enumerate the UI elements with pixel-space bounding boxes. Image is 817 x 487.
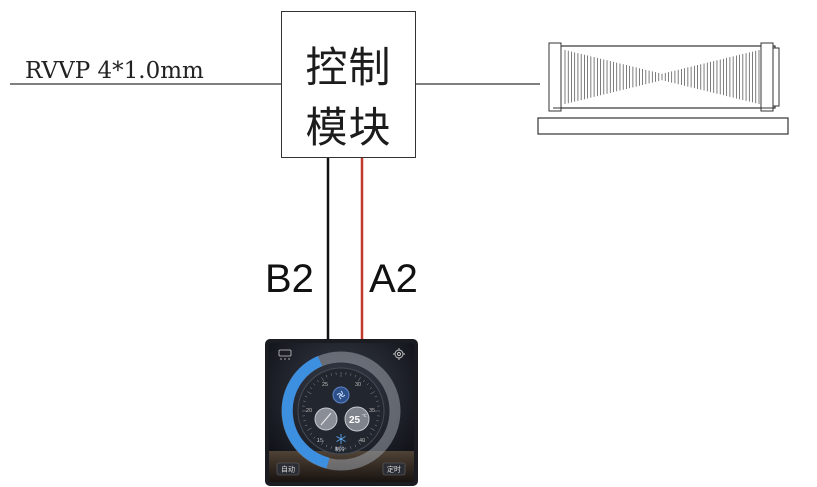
- fan-coil-unit-drawing: [537, 42, 789, 135]
- cable-spec-label: RVVP 4*1.0mm: [25, 58, 204, 84]
- unit-coil-fins: [564, 50, 760, 104]
- module-label-line2: 模块: [305, 103, 392, 152]
- timer-button-label: 定时: [387, 465, 401, 474]
- unit-right-flange: [760, 42, 774, 112]
- dial-inner-face: [297, 367, 385, 455]
- temperature-value: 25: [349, 415, 361, 426]
- dial-tick-25: 25: [322, 382, 328, 388]
- dial-tick-20: 20: [306, 408, 312, 414]
- dial-tick-40: 40: [359, 438, 365, 444]
- control-module-box: 控制 模块: [281, 11, 416, 158]
- wire-label-a2: A2: [369, 257, 418, 301]
- snowflake-icon: [336, 434, 346, 444]
- temp-knob[interactable]: [344, 406, 370, 432]
- dial-tick-30: 30: [355, 382, 361, 388]
- dial-tick-marks: [302, 372, 380, 450]
- dial-tick-35: 35: [369, 408, 375, 414]
- auto-button-label: 自动: [281, 465, 295, 474]
- settings-gear-icon[interactable]: [393, 348, 405, 360]
- timer-button[interactable]: [382, 462, 406, 476]
- mode-knob-pointer: [320, 412, 332, 426]
- fan-icon: [336, 390, 346, 400]
- unit-body: [552, 45, 776, 109]
- unit-left-flange: [548, 42, 562, 112]
- ac-unit-icon: [278, 349, 292, 360]
- unit-base-plate: [537, 117, 789, 135]
- auto-button[interactable]: [276, 462, 300, 476]
- module-label-line1: 控制: [305, 43, 392, 92]
- temperature-unit: ℃: [362, 413, 367, 418]
- dial-active-arc: [281, 355, 330, 469]
- unit-end-cap: [772, 47, 780, 107]
- thermostat-panel[interactable]: 15 20 25 30 35 40 25 ℃ 制冷: [265, 339, 418, 486]
- mode-label: 制冷: [335, 446, 345, 453]
- dial-tick-15: 15: [317, 438, 323, 444]
- wire-label-b2: B2: [265, 257, 314, 301]
- thermostat-screen: 15 20 25 30 35 40 25 ℃ 制冷: [269, 343, 414, 482]
